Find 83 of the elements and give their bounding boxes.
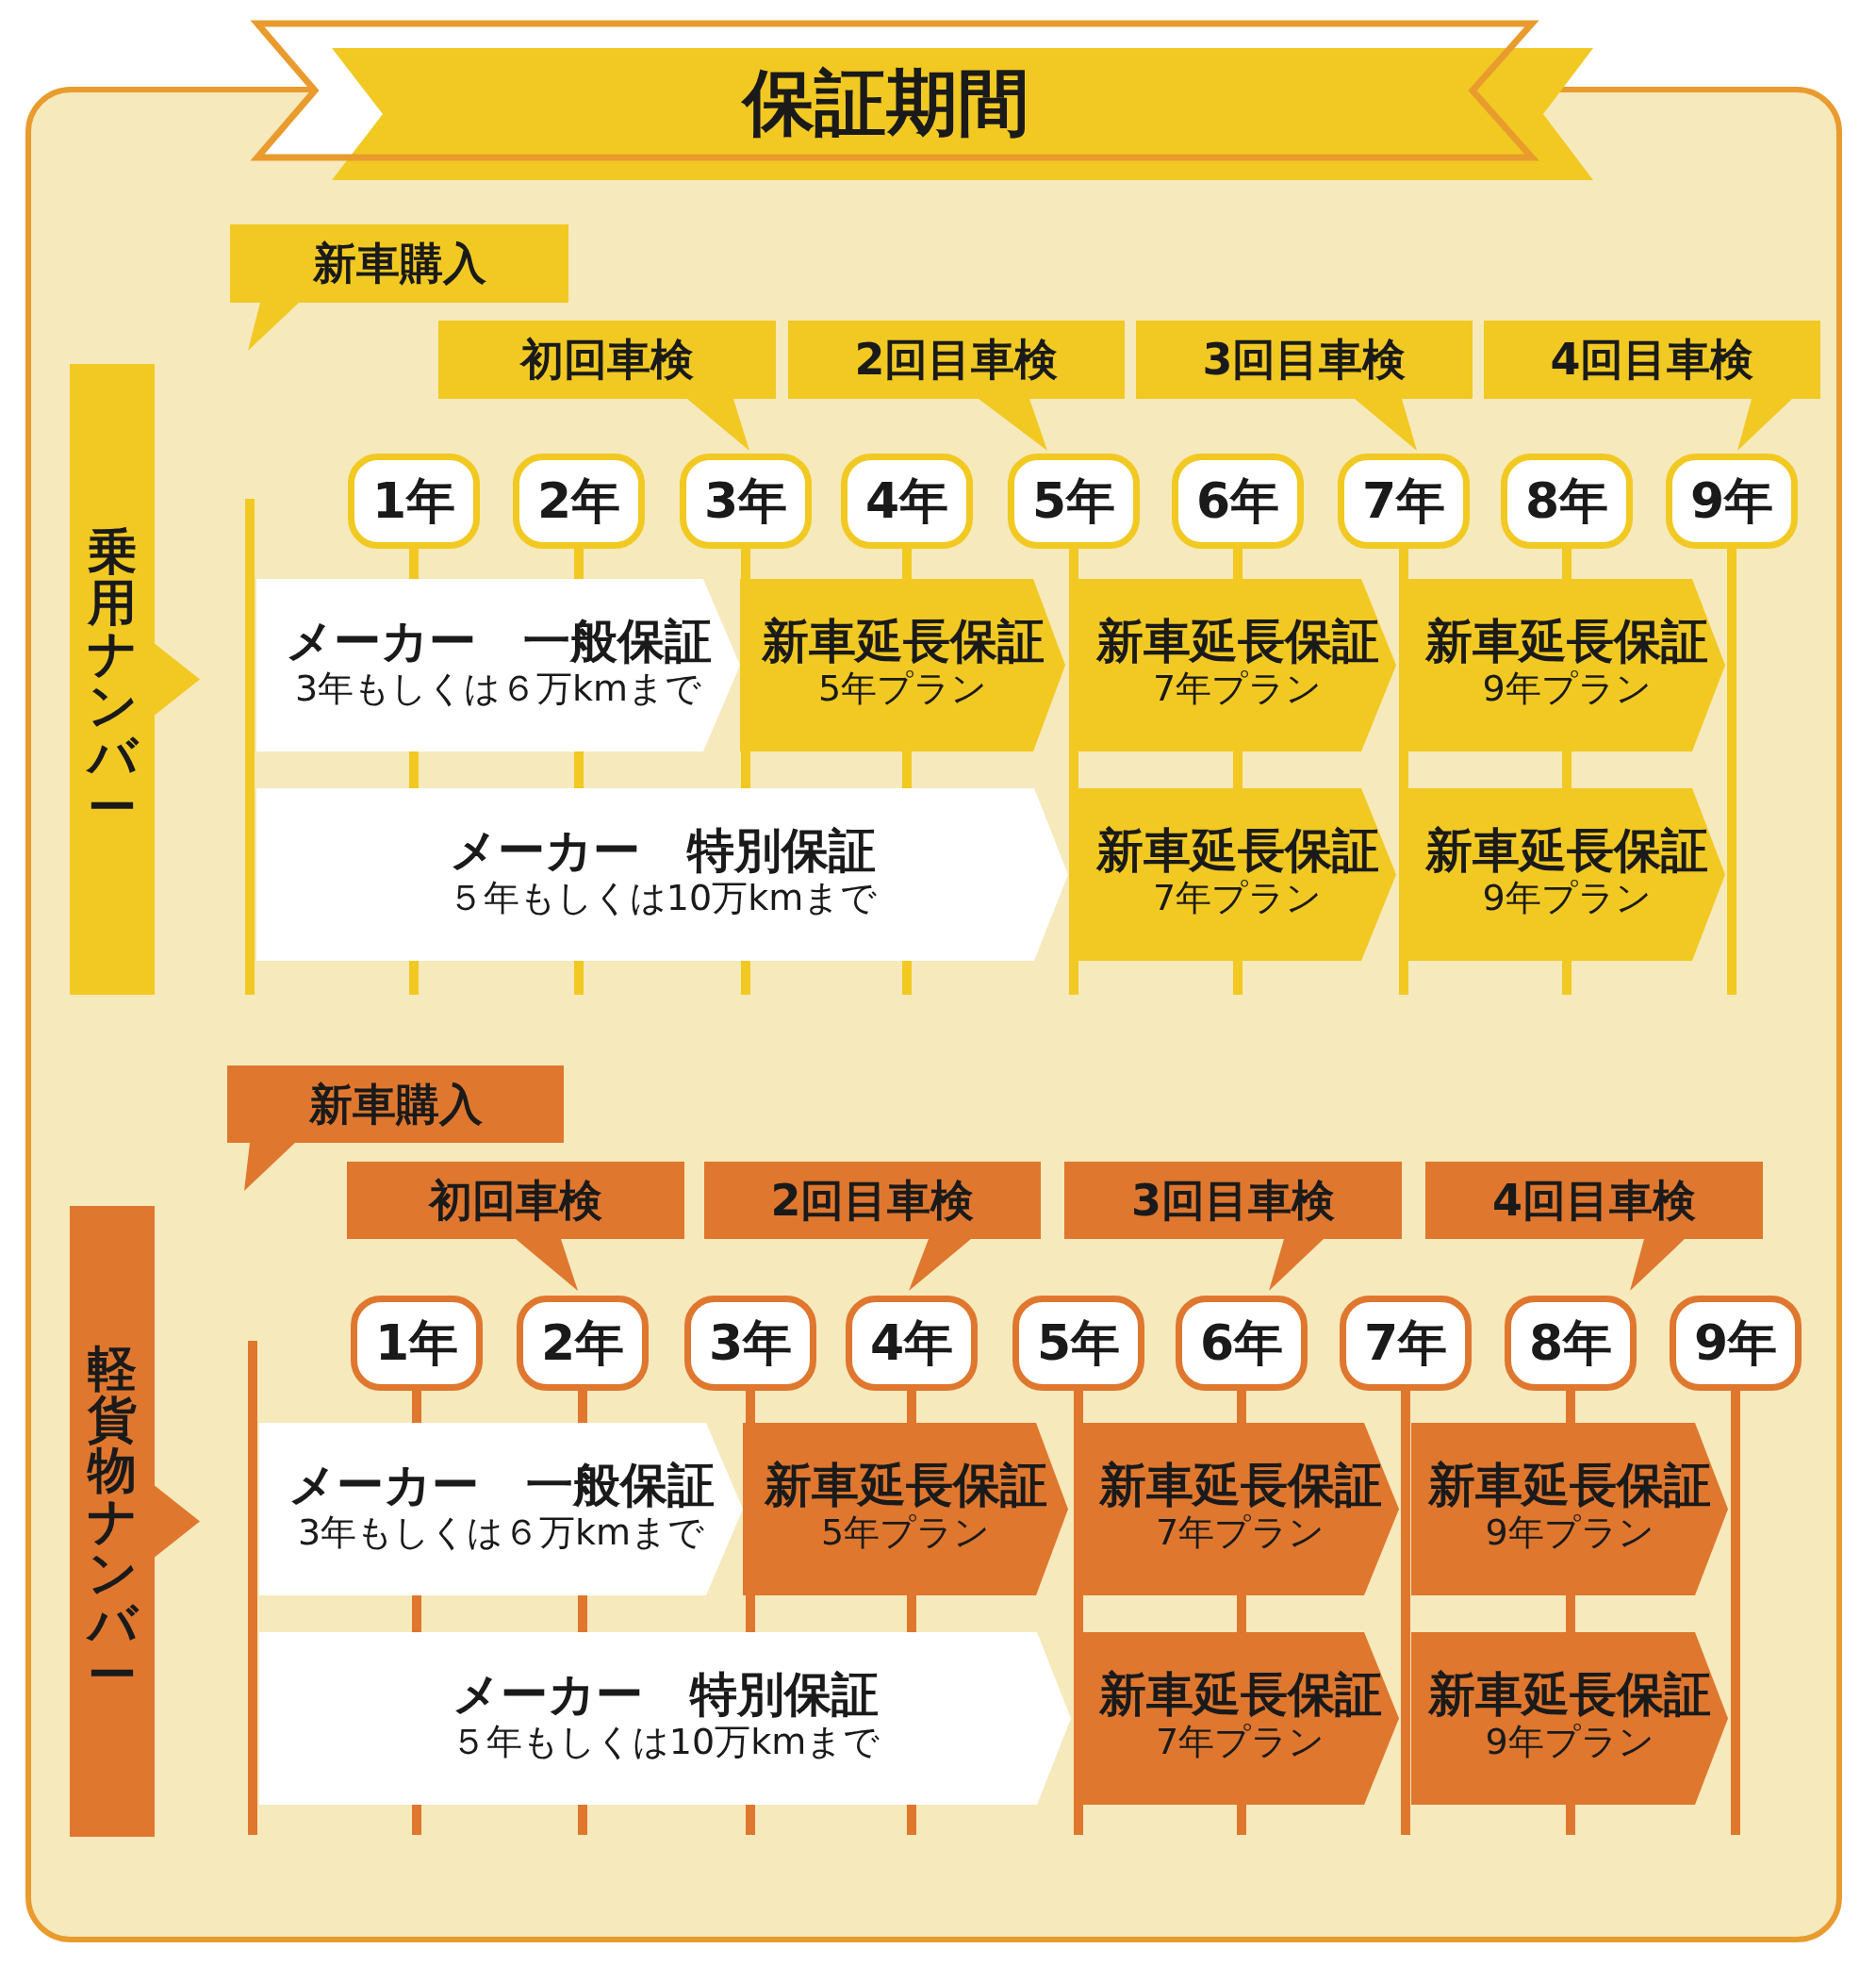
category-label: 乗用ナンバー: [85, 526, 140, 833]
category-label: 軽貨物ナンバー: [85, 1343, 140, 1700]
warranty-name: メーカー 特別保証: [449, 823, 876, 879]
warranty-term: 7年プラン: [1152, 878, 1323, 920]
year-tag: 5年: [1008, 454, 1140, 549]
bubble-label: 2回目車検: [770, 1175, 975, 1226]
warranty-term: 5年プラン: [820, 1512, 991, 1555]
year-tag: 4年: [841, 454, 973, 549]
warranty-term: 9年プラン: [1485, 1722, 1654, 1764]
warranty-name: メーカー 一般保証: [285, 614, 712, 669]
bubble-label: 3回目車検: [1202, 335, 1407, 385]
warranty-banner: [1081, 1423, 1399, 1595]
warranty-term: 9年プラン: [1482, 669, 1652, 711]
warranty-name: 新車延長保証: [1095, 614, 1379, 669]
year-tag: 2年: [517, 1296, 649, 1391]
year-tag: 6年: [1176, 1296, 1308, 1391]
speech-bubble: [1484, 321, 1820, 451]
warranty-term: 7年プラン: [1155, 1512, 1325, 1555]
bubble-label: 新車購入: [308, 1079, 483, 1130]
year-tag: 3年: [684, 1296, 816, 1391]
speech-bubble: [1064, 1162, 1402, 1291]
year-tag: 9年: [1666, 454, 1798, 549]
bubble-label: 3回目車検: [1131, 1175, 1335, 1226]
warranty-banner: [1081, 1632, 1399, 1805]
category-band: [70, 1206, 200, 1837]
warranty-banner: [259, 1632, 1071, 1805]
bubble-label: 4回目車検: [1550, 335, 1754, 385]
warranty-name: 新車延長保証: [1098, 1667, 1382, 1723]
warranty-name: メーカー 特別保証: [452, 1667, 879, 1723]
bubble-label: 初回車検: [429, 1175, 602, 1226]
warranty-term: 5年プラン: [817, 669, 988, 711]
warranty-name: 新車延長保証: [1428, 1458, 1711, 1513]
speech-bubble: [788, 321, 1125, 451]
year-tag: 7年: [1340, 1296, 1472, 1391]
warranty-name: 新車延長保証: [1425, 823, 1708, 879]
year-tag: 4年: [846, 1296, 978, 1391]
warranty-name: 新車延長保証: [1428, 1667, 1711, 1723]
title-text: 保証期間: [743, 61, 1029, 144]
warranty-term: 7年プラン: [1152, 669, 1323, 711]
speech-bubble: [347, 1162, 684, 1291]
speech-bubble: [1425, 1162, 1763, 1291]
warranty-banner: [1078, 579, 1396, 751]
year-tag: 8年: [1501, 454, 1633, 549]
warranty-banner: [1411, 1632, 1728, 1805]
warranty-term: 3年もしくは６万kmまで: [297, 1512, 705, 1555]
warranty-term: 7年プラン: [1155, 1722, 1325, 1764]
warranty-name: 新車延長保証: [764, 1458, 1047, 1513]
warranty-name: 新車延長保証: [1095, 823, 1379, 879]
year-tag: 1年: [351, 1296, 483, 1391]
bubble-label: 4回目車検: [1492, 1175, 1696, 1226]
bubble-label: 2回目車検: [854, 335, 1059, 385]
warranty-banner: [743, 1423, 1068, 1595]
warranty-name: 新車延長保証: [1098, 1458, 1382, 1513]
year-tag: 3年: [680, 454, 812, 549]
warranty-name: 新車延長保証: [761, 614, 1045, 669]
speech-bubble: [704, 1162, 1041, 1291]
speech-bubble: [1136, 321, 1473, 451]
warranty-name: メーカー 一般保証: [288, 1458, 715, 1513]
category-band: [70, 364, 200, 995]
warranty-banner: [1408, 579, 1725, 751]
warranty-term: ５年もしくは10万kmまで: [447, 878, 878, 920]
bubble-label: 新車購入: [312, 239, 486, 289]
warranty-banner: [256, 788, 1068, 961]
warranty-term: 3年もしくは６万kmまで: [294, 669, 702, 711]
warranty-banner: [1408, 788, 1725, 961]
warranty-banner: [259, 1423, 743, 1595]
warranty-banner: [1411, 1423, 1728, 1595]
year-tag: 5年: [1012, 1296, 1144, 1391]
warranty-term: ５年もしくは10万kmまで: [450, 1722, 880, 1764]
warranty-banner: [740, 579, 1065, 751]
year-tag: 9年: [1670, 1296, 1802, 1391]
bubble-label: 初回車検: [520, 335, 694, 385]
year-tag: 2年: [513, 454, 645, 549]
warranty-banner: [256, 579, 740, 751]
warranty-name: 新車延長保証: [1425, 614, 1708, 669]
year-tag: 6年: [1172, 454, 1304, 549]
year-tag: 7年: [1338, 454, 1470, 549]
year-tag: 1年: [348, 454, 480, 549]
warranty-banner: [1078, 788, 1396, 961]
warranty-term: 9年プラン: [1485, 1512, 1654, 1555]
warranty-term: 9年プラン: [1482, 878, 1652, 920]
year-tag: 8年: [1505, 1296, 1637, 1391]
speech-bubble: [438, 321, 776, 451]
